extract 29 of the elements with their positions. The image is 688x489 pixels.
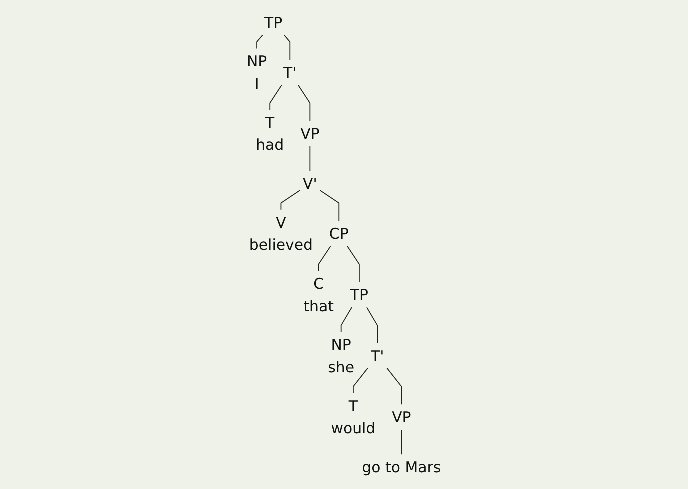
connector — [318, 246, 332, 272]
node-text: NP she — [328, 336, 354, 376]
connector — [347, 246, 360, 282]
connector — [298, 84, 311, 122]
node-text: T' — [283, 63, 297, 82]
connector — [386, 367, 402, 405]
connector — [366, 306, 378, 344]
node-text: C that — [304, 274, 334, 315]
node-text: TP — [350, 286, 368, 304]
node-text: T would — [331, 396, 376, 437]
connector — [280, 190, 300, 210]
node-text: VP — [300, 124, 320, 142]
node-text: VP — [392, 408, 412, 426]
connector — [401, 429, 402, 455]
node-text: V' — [302, 174, 318, 192]
connector — [284, 34, 291, 60]
connector — [320, 190, 340, 222]
node-text: go to Mars — [362, 458, 442, 476]
node-text: TP — [264, 13, 283, 32]
node-text: T had — [256, 113, 284, 154]
node-text: CP — [329, 224, 349, 242]
connector — [256, 34, 264, 49]
connector — [270, 84, 282, 110]
connector — [352, 367, 368, 394]
node-text: T' — [370, 346, 384, 365]
node-text: V believed — [249, 213, 313, 254]
connector — [310, 146, 311, 172]
node-text: NP I — [246, 52, 268, 92]
connector — [340, 306, 352, 332]
